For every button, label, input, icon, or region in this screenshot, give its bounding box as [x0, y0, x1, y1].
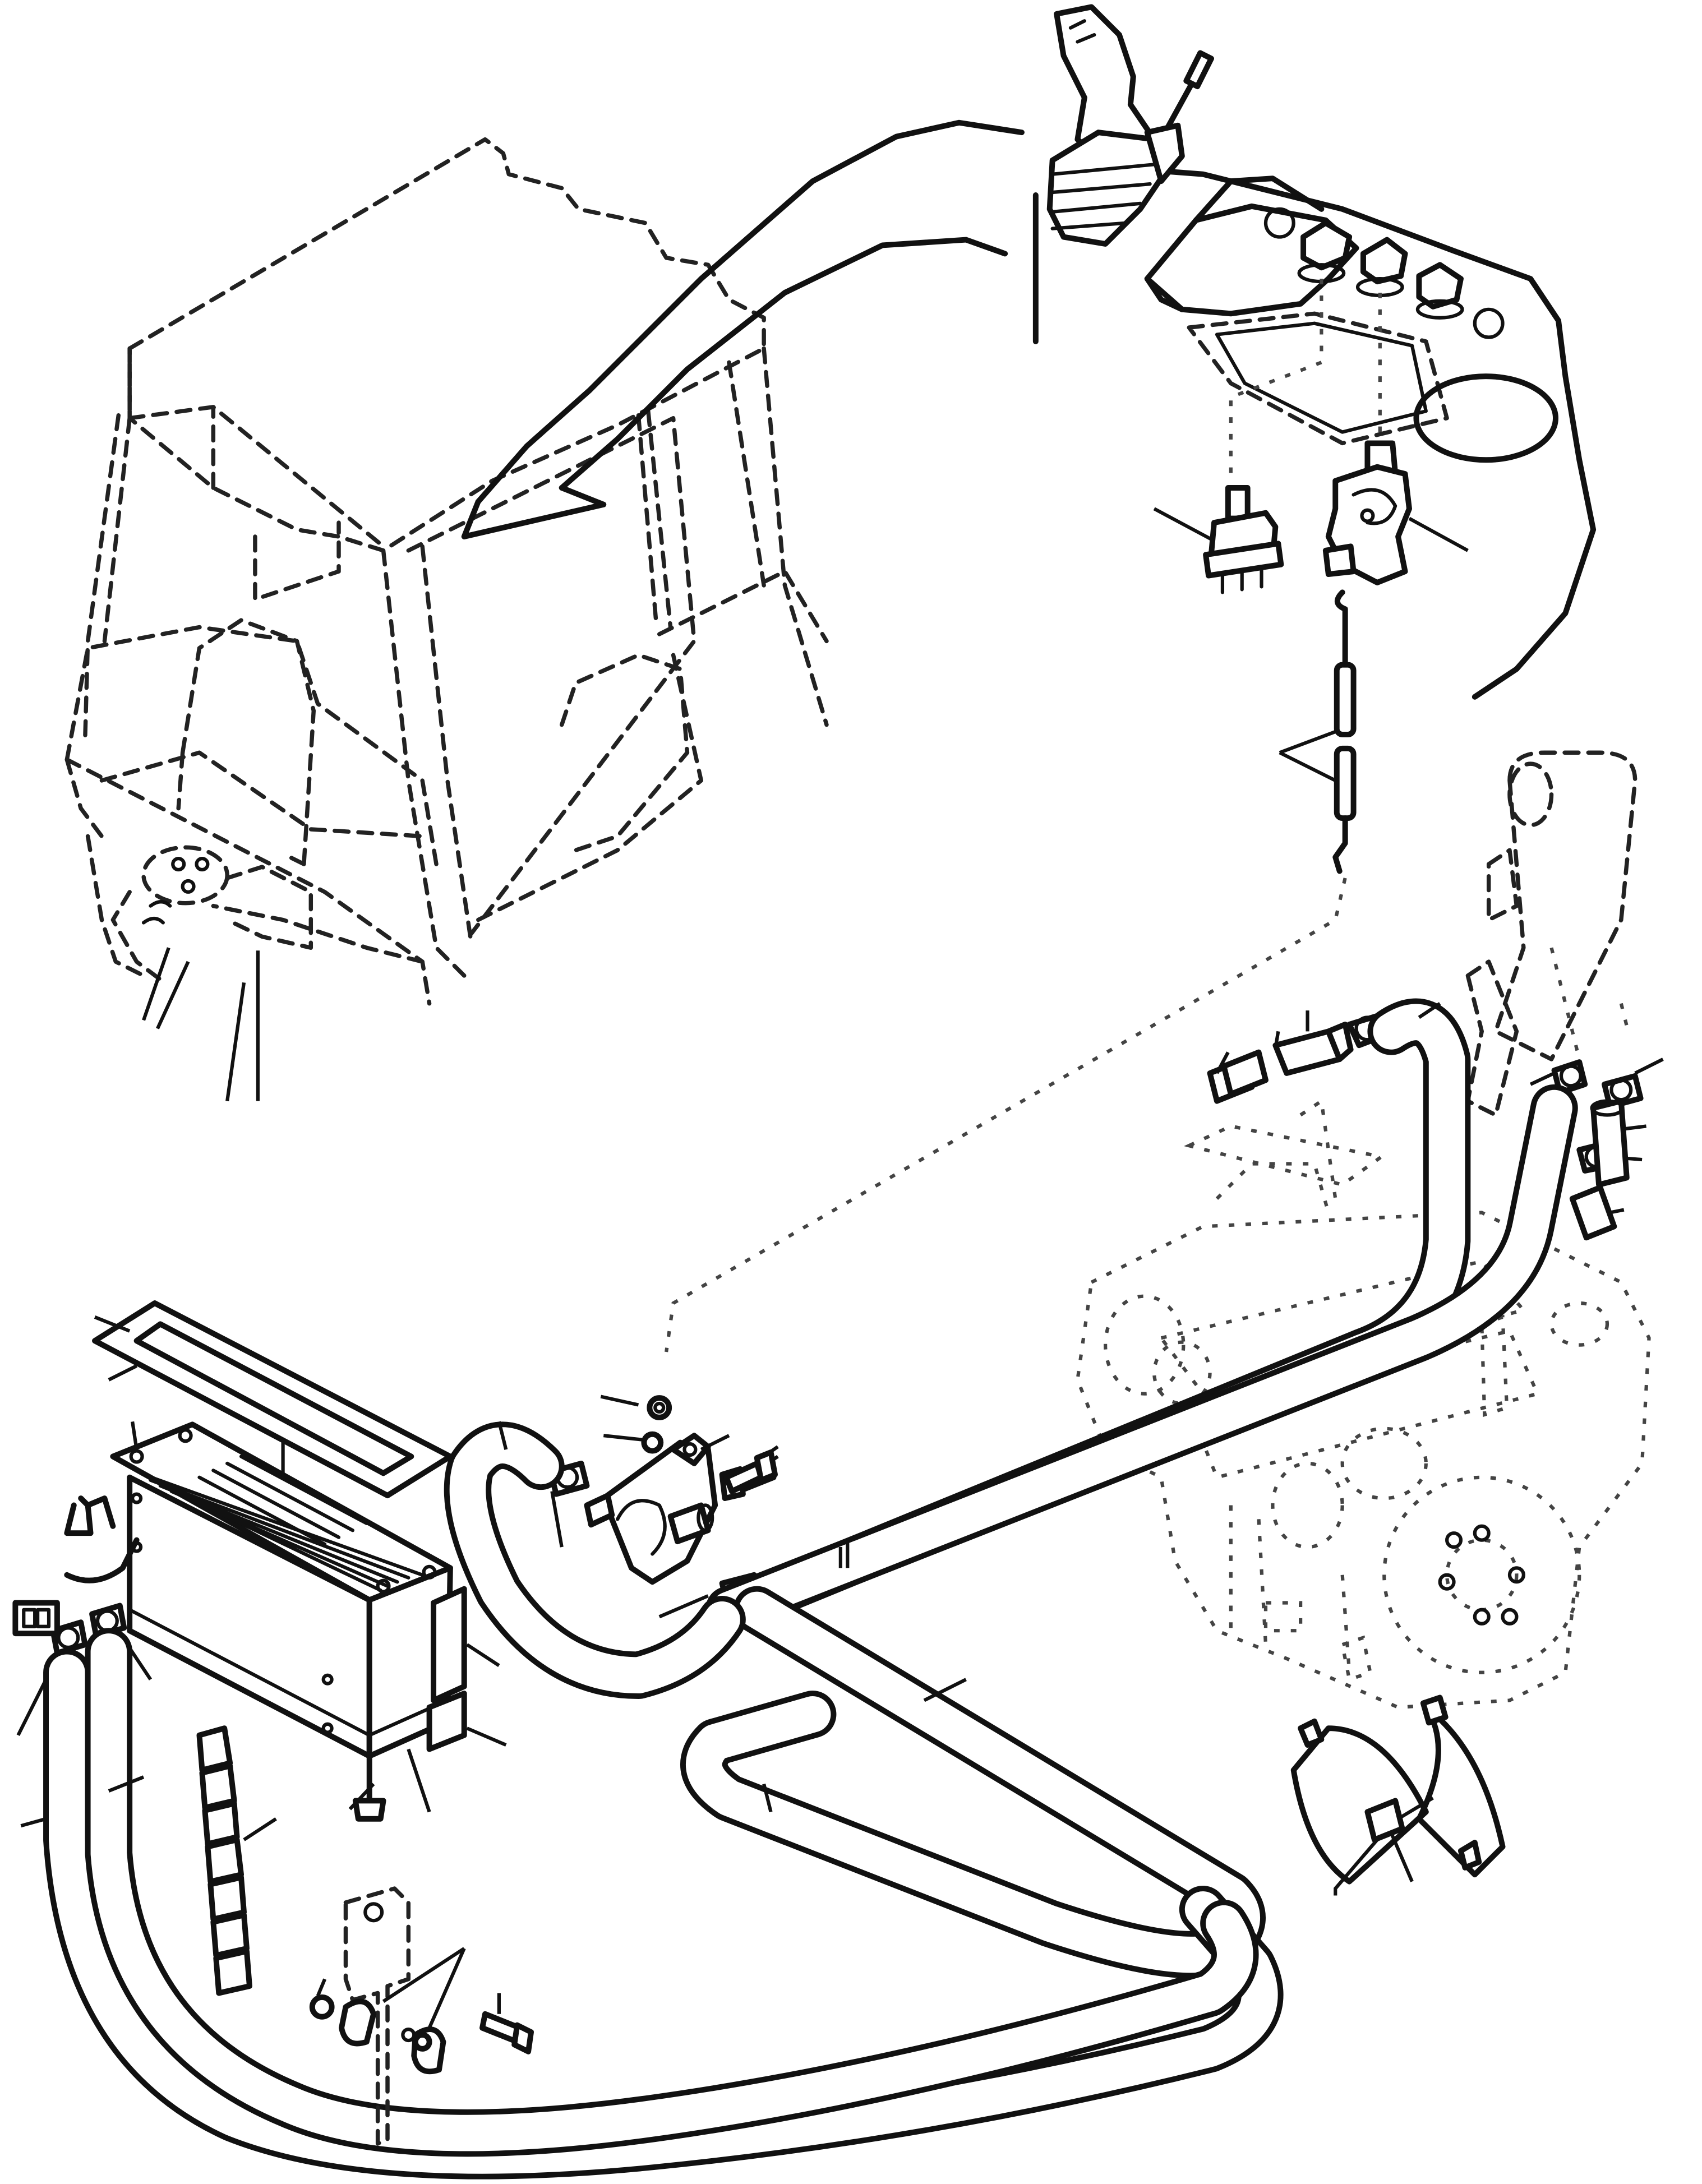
- bolt-icon: [723, 1445, 779, 1494]
- electrical-connector-icon: [12, 1495, 140, 1637]
- direction-arrow-icon: [461, 119, 1025, 539]
- control-console-icon: [1032, 164, 1597, 700]
- lever-bracket-icon: [1322, 292, 1469, 585]
- short-hose-icon: [1569, 1098, 1646, 1241]
- engine-block-icon: [1076, 1098, 1651, 1710]
- rocker-switch-icon: [1153, 279, 1323, 594]
- heater-valve-icon: [584, 1395, 779, 1585]
- coolant-hose-icon: [20, 998, 1578, 2180]
- seal-strip-icon: [426, 1586, 507, 1752]
- control-rod-icon: [665, 589, 1357, 1352]
- bracket-icon: [309, 1886, 534, 2146]
- heater-matrix-icon: [110, 1421, 453, 1822]
- bent-pipe-icon: [1465, 750, 1638, 1118]
- cable-tie-icon: [1290, 1694, 1506, 1896]
- cab-outline-icon: [64, 137, 829, 1102]
- frame-gasket-icon: [92, 1300, 453, 1499]
- joystick-icon: [1046, 4, 1215, 247]
- fitting-icon: [1184, 1010, 1386, 1187]
- spiral-wrap-icon: [196, 1725, 277, 1996]
